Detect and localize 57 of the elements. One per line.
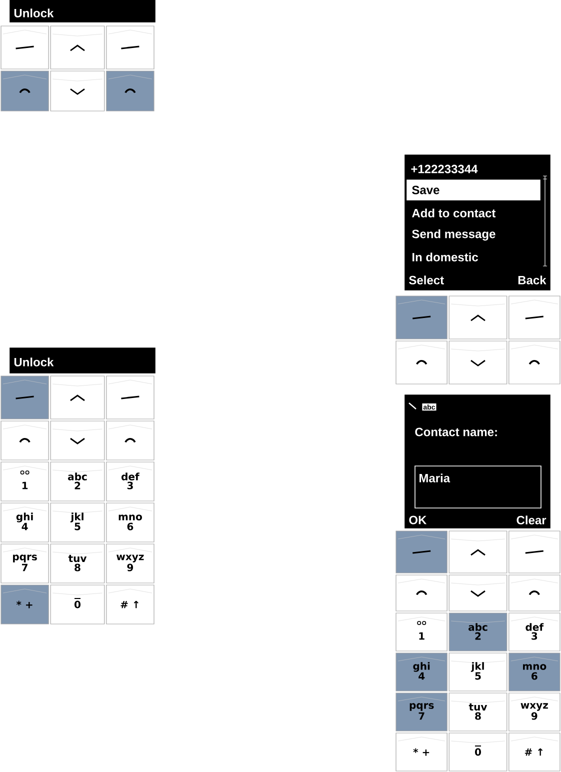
softkey-label: Clear (516, 516, 546, 524)
key-letters: def (526, 623, 544, 631)
key-digit: 9 (127, 564, 134, 572)
key-letters: mno (118, 514, 142, 520)
key-digit: 5 (475, 672, 481, 680)
key-letters: tuv (468, 703, 488, 711)
key-symbols: # ↑ (120, 600, 138, 608)
key-letters: ghi (16, 512, 33, 522)
key-digit: 6 (127, 522, 134, 530)
field-label: Contact name: (415, 428, 497, 436)
key-digit: 2 (74, 482, 80, 490)
key-letters: wxyz (520, 703, 548, 711)
key-digit: 8 (475, 712, 481, 720)
text-field-value: Maria (420, 474, 450, 482)
key-letters: wxyz (116, 554, 144, 562)
highlight-bar (406, 180, 540, 200)
key-digit: 1 (419, 632, 424, 640)
input-field (414, 466, 542, 508)
key-digit: 3 (127, 482, 133, 490)
key-digit: 7 (22, 564, 28, 572)
menu-item: Add to contact (412, 208, 496, 218)
key-digit: 6 (532, 672, 538, 680)
key-symbols: # ↑ (524, 748, 543, 756)
key-digit: 7 (418, 712, 424, 720)
key-letters: ghi (413, 662, 430, 672)
softkey-label: OK (409, 516, 427, 524)
key-digit: 3 (532, 632, 538, 640)
menu-item: In domestic (412, 252, 478, 262)
key-digit: 8 (74, 564, 80, 572)
key-digit: 4 (22, 522, 28, 530)
key-digit: 0 (74, 600, 80, 608)
key-digit: 0 (475, 748, 481, 756)
key-digit: 1 (22, 482, 28, 490)
key-letters: pqrs (13, 554, 37, 562)
key-digit: 4 (418, 672, 425, 680)
key-letters: pqrs (410, 703, 434, 711)
softkey-label: Unlock (14, 8, 54, 18)
key-letters: jkl (470, 662, 484, 672)
softkey-label: Back (518, 276, 546, 284)
key-letters: abc (68, 472, 87, 480)
key-digit: 2 (475, 632, 481, 640)
menu-item: Save (412, 186, 440, 194)
softkey-label: Unlock (14, 358, 54, 366)
softkey-label: Select (409, 276, 444, 284)
key-letters: jkl (70, 512, 84, 522)
key-digit: 9 (531, 712, 538, 720)
phone-number: +122233344 (411, 164, 478, 174)
key-symbols: * + (16, 600, 32, 608)
key-letters: tuv (68, 554, 87, 562)
key-symbols: * + (413, 748, 430, 756)
key-letters: mno (523, 664, 546, 670)
key-letters: def (122, 472, 140, 480)
key-digit: 5 (74, 522, 80, 530)
phone-screen (10, 348, 156, 374)
key-letters: abc (468, 623, 488, 631)
menu-item: Send message (412, 229, 496, 241)
phone-screen (10, 0, 156, 22)
